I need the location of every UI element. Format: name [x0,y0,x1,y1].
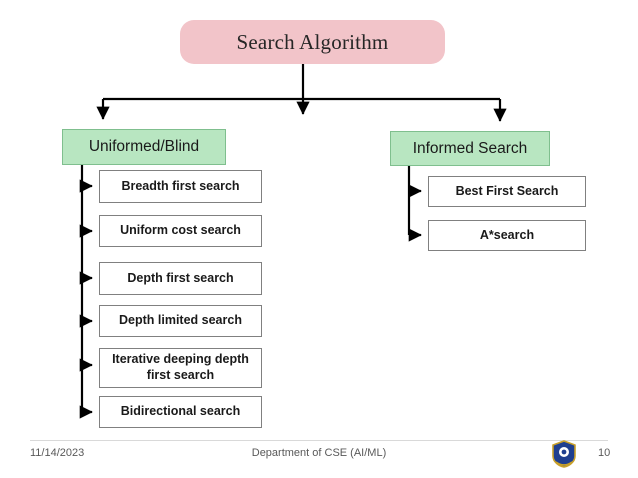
leaf-node-breadth-first-search: Breadth first search [99,170,262,203]
leaf-label: A*search [479,227,535,242]
footer-divider [30,440,608,441]
leaf-label: Best First Search [455,183,559,198]
leaf-label: Uniform cost search [120,223,241,238]
leaf-node-uniform-cost-search: Uniform cost search [99,215,262,247]
leaf-node-iterative-deepening-depth-first-search: Iterative deeping depth first search [99,348,262,388]
category-node-uninformed: Uniformed/Blind [62,129,226,165]
footer-date: 11/14/2023 [30,447,85,459]
category-node-informed: Informed Search [390,131,550,166]
leaf-node-bidirectional-search: Bidirectional search [99,396,262,428]
leaf-label: Depth limited search [119,313,242,328]
category-label-informed: Informed Search [412,139,528,157]
page-title: Search Algorithm [236,29,389,54]
footer-page-number: 10 [598,447,611,459]
category-label-uninformed: Uniformed/Blind [88,138,200,155]
leaf-label: Depth first search [127,270,234,285]
leaf-node-best-first-search: Best First Search [428,176,586,207]
diagram-title-node: Search Algorithm [180,20,445,64]
leaf-node-depth-limited-search: Depth limited search [99,305,262,337]
leaf-label: Bidirectional search [120,404,241,419]
footer-department: Department of CSE (AI/ML) [251,447,387,459]
leaf-node-depth-first-search: Depth first search [99,262,262,295]
leaf-label: Iterative deeping depth first search [112,352,249,382]
leaf-label: Breadth first search [121,178,240,193]
leaf-node-a-star-search: A*search [428,220,586,251]
institution-logo-icon [552,440,576,468]
